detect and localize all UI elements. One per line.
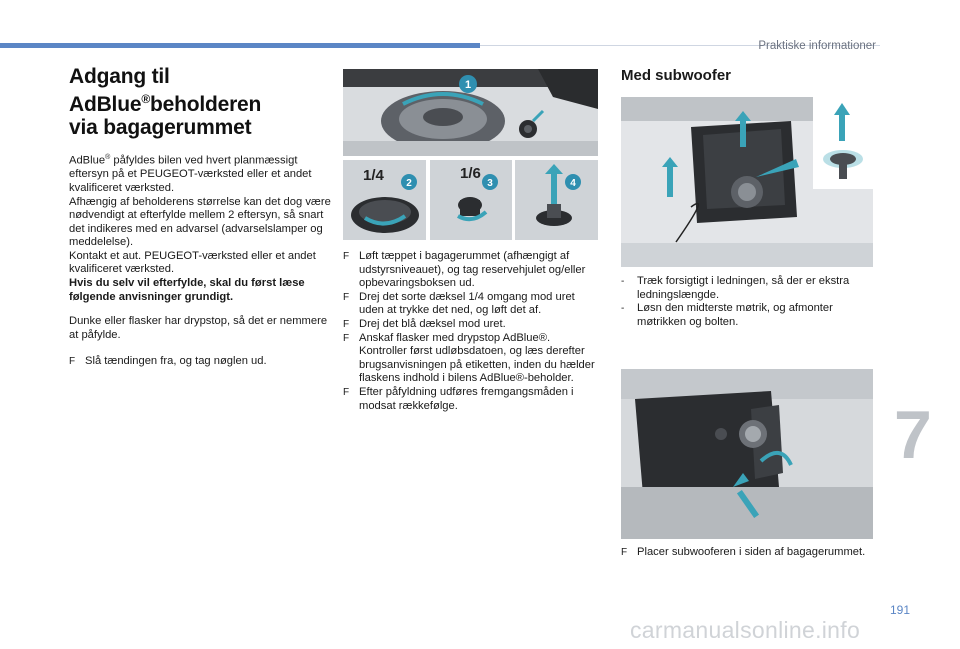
intro-paragraph: AdBlue® påfyldes bilen ved hvert planmæs… [69, 154, 312, 194]
figure-subwoofer-placement [621, 369, 873, 539]
bullet-marker-icon: F [343, 332, 350, 344]
watermark: carmanualsonline.info [630, 617, 861, 643]
bullet-marker-icon: F [621, 547, 628, 558]
dash-marker-icon: - [621, 276, 625, 287]
label-quarter-turn: 1/4 [363, 167, 385, 184]
figure-black-cover: 1/4 2 [343, 160, 426, 240]
trunk-illustration: 1 [343, 69, 598, 156]
refill-paragraph: Afhængig af beholderens størrelse kan de… [69, 195, 331, 249]
page-number: 191 [890, 603, 911, 617]
list-item: F Placer subwooferen i siden af bagageru… [621, 546, 866, 558]
figure-blue-cover: 1/6 3 [430, 160, 512, 240]
list-item: F Løft tæppet i bagagerummet (afhængigt … [343, 250, 586, 290]
callout-4: 4 [570, 178, 576, 189]
figure-bottle-filling: 4 [515, 160, 598, 240]
list-item: F Drej det blå dæksel mod uret. [343, 317, 506, 330]
header-accent-bar [0, 43, 480, 48]
dash-marker-icon: - [621, 303, 625, 315]
running-head: Praktiske informationer [758, 40, 876, 52]
subwoofer-heading: Med subwoofer [621, 67, 732, 84]
subwoofer-final-step: F Placer subwooferen i siden af bagageru… [621, 546, 876, 560]
chapter-number: 7 [894, 397, 932, 473]
bullet-marker-icon: F [343, 251, 350, 262]
bullet-marker-icon: F [343, 291, 350, 303]
warning-paragraph: Hvis du selv vil efterfylde, skal du før… [69, 277, 305, 303]
list-item: F Anskaf flasker med drypstop AdBlue®. K… [343, 331, 595, 385]
subwoofer-steps-list: - Træk forsigtigt i ledningen, så der er… [621, 275, 876, 329]
list-item: F Efter påfyldning udføres fremgangsmåde… [343, 385, 574, 412]
middle-steps-list: F Løft tæppet i bagagerummet (afhængigt … [343, 250, 599, 413]
list-item: - Træk forsigtigt i ledningen, så der er… [621, 275, 850, 301]
callout-3: 3 [487, 178, 493, 189]
figure-trunk-spare-wheel: 1 [343, 69, 598, 156]
list-item: - Løsn den midterste møtrik, og afmonter… [621, 302, 833, 328]
dripstop-paragraph: Dunke eller flasker har drypstop, så det… [69, 315, 328, 341]
bullet-marker-icon: F [343, 386, 350, 398]
label-sixth-turn: 1/6 [460, 165, 481, 182]
bullet-marker-icon: F [69, 356, 76, 368]
left-column: Adgang til AdBlue®beholderen via bagager… [69, 65, 331, 369]
section-title: Adgang til AdBlue®beholderen via bagager… [69, 65, 262, 139]
list-item: F Slå tændingen fra, og tag nøglen ud. [69, 355, 267, 368]
callout-1: 1 [465, 79, 471, 91]
figure-subwoofer-removal [621, 97, 873, 267]
contact-paragraph: Kontakt et aut. PEUGEOT-værksted eller e… [69, 249, 316, 276]
header-rule [480, 45, 880, 46]
bullet-marker-icon: F [343, 318, 350, 330]
callout-2: 2 [406, 178, 412, 189]
list-item: F Drej det sorte dæksel 1/4 omgang mod u… [343, 290, 575, 317]
